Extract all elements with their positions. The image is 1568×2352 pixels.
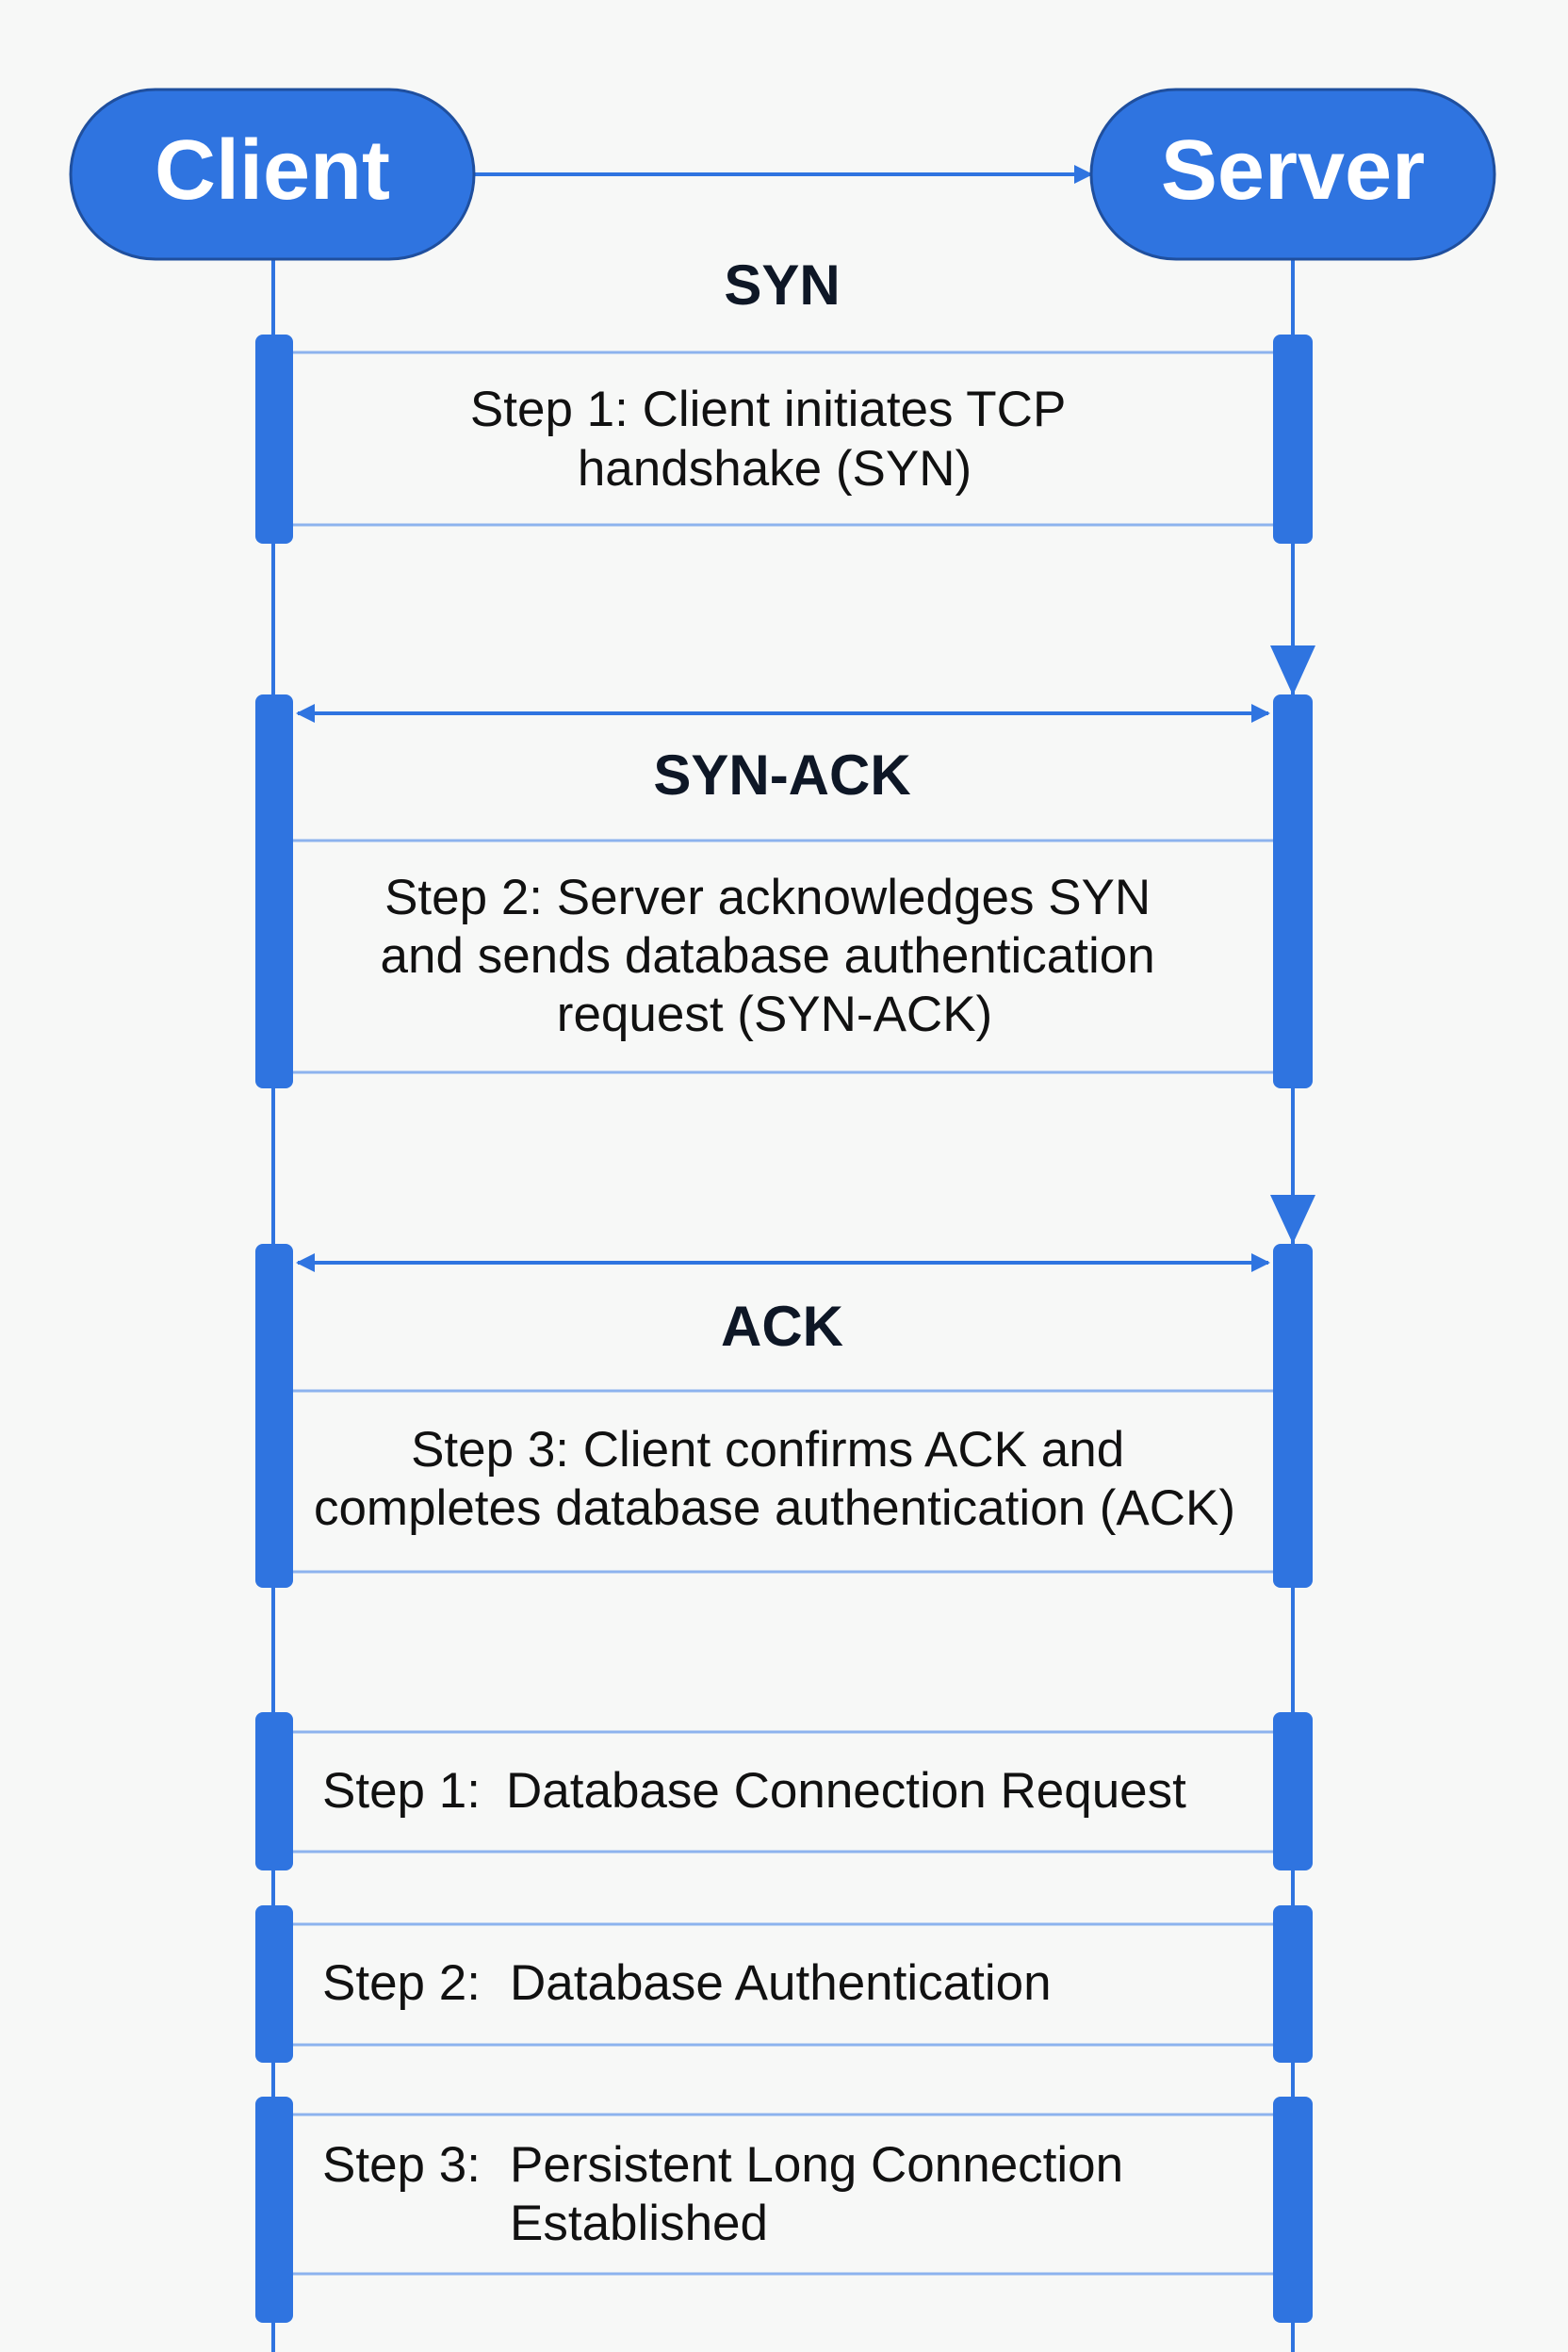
server-activation-6 <box>1273 2097 1313 2323</box>
ack-label: ACK <box>721 1295 843 1358</box>
client-activation-3 <box>255 1244 293 1588</box>
client-label: Client <box>155 123 390 218</box>
server-lifeline-arrow-2 <box>1270 1195 1315 1244</box>
client-activation-1 <box>255 335 293 544</box>
server-activation-3 <box>1273 1244 1313 1588</box>
db-step-1-text: Database Connection Request <box>506 1763 1186 1819</box>
server-activation-1 <box>1273 335 1313 544</box>
server-label: Server <box>1161 123 1425 218</box>
db-step-2-text: Database Authentication <box>510 1955 1052 2011</box>
client-activation-6 <box>255 2097 293 2323</box>
server-activation-4 <box>1273 1712 1313 1870</box>
server-actor: Server <box>1089 88 1496 261</box>
server-activation-5 <box>1273 1905 1313 2063</box>
handshake-step-2: Step 2: Server acknowledges SYN and send… <box>381 870 1169 1042</box>
syn-label: SYN <box>724 253 840 317</box>
client-activation-2 <box>255 694 293 1088</box>
server-lifeline-arrow-1 <box>1270 645 1315 695</box>
handshake-step-3: Step 3: Client confirms ACK and complete… <box>314 1422 1235 1536</box>
client-activation-4 <box>255 1712 293 1870</box>
client-activation-5 <box>255 1905 293 2063</box>
db-step-2-prefix: Step 2: <box>322 1955 481 2011</box>
handshake-step-1: Step 1: Client initiates TCP handshake (… <box>470 382 1079 497</box>
db-step-3-text: Persistent Long Connection Established <box>510 2137 1137 2251</box>
client-actor: Client <box>69 88 476 261</box>
syn-ack-label: SYN-ACK <box>653 743 910 807</box>
db-step-1-prefix: Step 1: <box>322 1763 481 1819</box>
db-step-3-prefix: Step 3: <box>322 2137 481 2193</box>
server-activation-2 <box>1273 694 1313 1088</box>
